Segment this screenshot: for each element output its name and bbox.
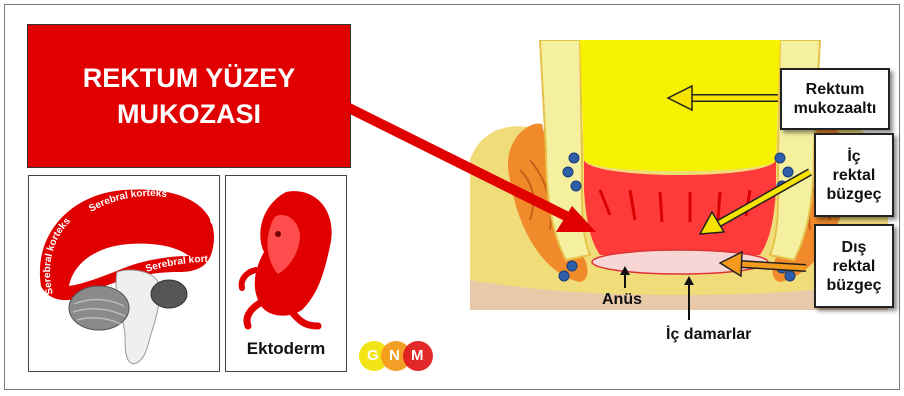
red-arrow-shaft <box>345 106 570 218</box>
veins-label: İç damarlar <box>666 326 751 344</box>
anus-label: Anüs <box>602 291 642 309</box>
internal-sphincter-label: İç rektal büzgeç <box>814 133 894 217</box>
submucosa-label: Rektum mukozaaltı <box>780 68 890 130</box>
external-sphincter-label: Dış rektal büzgeç <box>814 224 894 308</box>
